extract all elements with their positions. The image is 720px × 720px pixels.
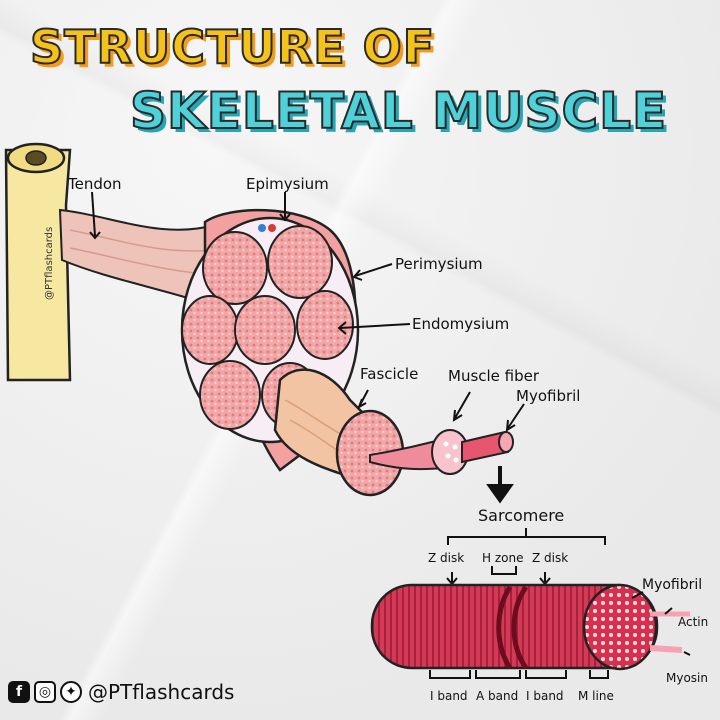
label-actin: Actin	[678, 615, 709, 629]
watermark: @PTflashcards	[44, 226, 55, 300]
down-arrow	[486, 466, 514, 504]
label-h-zone: H zone	[482, 551, 524, 565]
instagram-icon[interactable]: ◎	[34, 681, 56, 703]
twitter-icon[interactable]: ✦	[60, 681, 82, 703]
label-z-disk-right: Z disk	[532, 551, 569, 565]
label-fascicle: Fascicle	[360, 365, 419, 383]
label-endomysium: Endomysium	[412, 315, 510, 333]
label-a-band: A band	[476, 689, 519, 703]
title-line-1: STRUCTURE OF	[29, 20, 436, 74]
pointer-lines	[89, 191, 525, 432]
label-epimysium: Epimysium	[246, 175, 329, 193]
label-muscle-fiber: Muscle fiber	[448, 367, 540, 385]
label-myofibril-top: Myofibril	[516, 387, 581, 405]
label-tendon: Tendon	[68, 175, 122, 193]
facebook-icon[interactable]: f	[8, 681, 30, 703]
myofibril-end	[582, 583, 658, 671]
bone	[4, 142, 72, 382]
label-myosin: Myosin	[666, 671, 708, 685]
label-m-line: M line	[578, 689, 614, 703]
title-line-2: SKELETAL MUSCLE	[129, 82, 668, 140]
social-bar: f ◎ ✦ @PTflashcards	[8, 680, 234, 704]
sarcomere-bracket	[446, 528, 606, 586]
social-handle[interactable]: @PTflashcards	[88, 680, 235, 704]
label-sarcomere: Sarcomere	[478, 506, 565, 525]
label-perimysium: Perimysium	[395, 255, 483, 273]
label-z-disk-left: Z disk	[428, 551, 465, 565]
label-i-band-left: I band	[430, 689, 468, 703]
label-myofibril-side: Myofibril	[642, 577, 703, 593]
label-i-band-right: I band	[526, 689, 564, 703]
